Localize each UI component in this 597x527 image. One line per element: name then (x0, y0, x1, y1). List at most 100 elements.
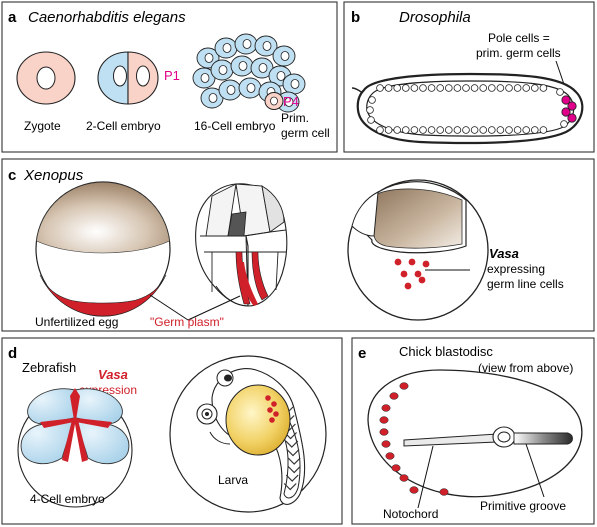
germ-line-cell (404, 282, 412, 290)
germ-line-cells-label: germ line cells (487, 277, 564, 291)
nucleus (436, 126, 445, 134)
nucleus (410, 84, 419, 92)
larva-germ-cell (267, 407, 273, 413)
pole-cells-label-2: prim. germ cells (476, 46, 561, 60)
somite (287, 466, 301, 474)
nucleus (401, 84, 410, 92)
panel-d-letter: d (8, 345, 17, 362)
chick-germ-cell (399, 474, 409, 482)
nucleus (539, 126, 548, 134)
nucleus (522, 126, 530, 134)
somite (287, 457, 301, 465)
blastomere (272, 45, 296, 67)
somite (286, 449, 300, 457)
blastomere (230, 55, 254, 77)
nucleus (522, 84, 530, 92)
nucleus (513, 84, 522, 92)
germ-line-cell (400, 270, 408, 278)
sixteen-cell-embryo (192, 33, 306, 113)
nucleus (419, 126, 427, 134)
nucleus (487, 126, 496, 134)
cleavage-embryo (195, 183, 288, 307)
nucleus (470, 126, 479, 134)
p4-label: P4 (283, 94, 299, 109)
nucleus (376, 84, 384, 92)
blastomere (200, 87, 224, 109)
pole-cell (567, 101, 577, 111)
chick-germ-cell (381, 404, 391, 412)
germ-line-cell (422, 260, 430, 268)
nucleus (410, 126, 419, 134)
p4-cell (264, 92, 284, 110)
notochord-label: Notochord (383, 507, 438, 521)
larva-label: Larva (218, 473, 248, 487)
nucleus (419, 84, 427, 92)
nucleus (401, 126, 410, 134)
panel-b: b Drosophila Pole cells = prim. germ cel… (343, 1, 595, 153)
panel-a: a Caenorhabditis elegans Zygote P1 2-Cel… (1, 1, 338, 153)
larva-germ-cell (269, 417, 275, 423)
zygote-cell (16, 51, 76, 105)
pole-cell (561, 107, 571, 117)
unfertilized-egg (35, 181, 171, 317)
panel-e-title: Chick blastodisc (399, 344, 493, 359)
nucleus (530, 84, 539, 92)
nucleus (436, 84, 445, 92)
nucleus (539, 84, 548, 92)
nucleus (366, 106, 374, 114)
blastomere (254, 35, 278, 57)
blastomere (238, 77, 262, 99)
nucleus (427, 84, 436, 92)
nucleus (444, 84, 453, 92)
chick-germ-cell (409, 486, 419, 494)
germ-line-cell (408, 258, 416, 266)
panel-e: e Chick blastodisc (view from above) Not… (351, 337, 595, 525)
vasa-expressing-label: expressing (487, 262, 545, 276)
prim-germ-label-2: germ cell (281, 126, 330, 140)
nucleus (393, 126, 402, 134)
nucleus (560, 120, 568, 128)
panel-a-title: Caenorhabditis elegans (28, 9, 186, 26)
panel-c: c Xenopus Unfertilized egg (1, 158, 595, 332)
nucleus (487, 84, 496, 92)
nucleus (556, 88, 564, 96)
nucleus (505, 84, 513, 92)
nucleus (462, 126, 470, 134)
p1-label: P1 (164, 68, 180, 83)
nucleus (479, 126, 488, 134)
prim-germ-label-1: Prim. (281, 111, 309, 125)
pole-cells-label-1: Pole cells = (488, 31, 550, 45)
nucleus (384, 84, 393, 92)
drosophila-embryo (351, 72, 584, 145)
nucleus (513, 126, 522, 134)
four-cell-label: 4-Cell embryo (30, 492, 105, 506)
nucleus (444, 126, 453, 134)
zebrafish-vasa-label: Vasa (98, 367, 128, 382)
chick-germ-cell (379, 416, 389, 424)
panel-a-letter: a (8, 9, 17, 26)
chick-germ-cell (399, 382, 409, 390)
vasa-cutaway-egg (347, 179, 489, 321)
blastomere (210, 59, 234, 81)
two-cell-embryo (97, 51, 159, 105)
chick-germ-cell (389, 392, 399, 400)
somite (283, 483, 297, 491)
nucleus (367, 116, 375, 124)
panel-e-view-note: (view from above) (478, 361, 573, 375)
germ-plasm-pointers (149, 294, 241, 321)
chick-blastodisc (367, 369, 583, 498)
two-cell-label: 2-Cell embryo (86, 119, 161, 133)
panel-c-letter: c (8, 167, 16, 184)
sixteen-cell-label: 16-Cell embryo (194, 119, 276, 133)
notochord-pointer (417, 445, 434, 509)
blastomere (214, 37, 238, 59)
germ-plasm-label: "Germ plasm" (150, 315, 224, 329)
somite (285, 440, 299, 448)
larva-germ-cell (265, 395, 271, 401)
primitive-groove-pointer (525, 443, 545, 498)
nucleus (384, 126, 393, 134)
chick-germ-cell (391, 464, 401, 472)
germ-line-cell (414, 270, 422, 278)
